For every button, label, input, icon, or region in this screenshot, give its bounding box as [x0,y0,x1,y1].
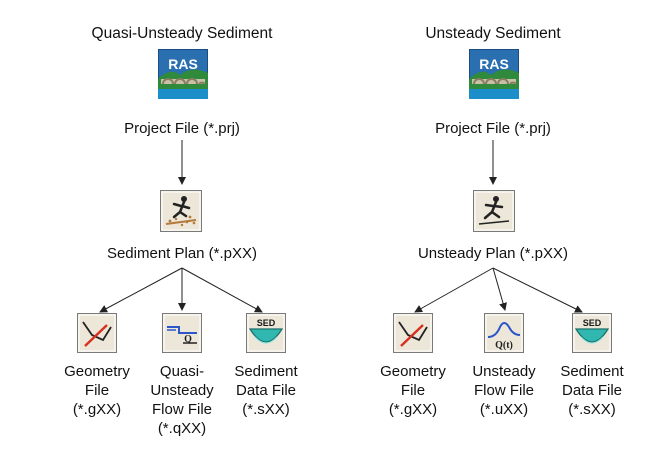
arrow-plan-to-sediment-right [492,267,583,313]
qt-badge: Q(t) [495,340,513,351]
geometry-file-label-left: Geometry File (*.gXX) [64,363,130,418]
sediment-data-icon-left[interactable]: SED [246,313,286,358]
arrow-plan-to-sediment-left [181,267,263,313]
svg-text:Q: Q [184,334,192,345]
ras-badge-right: RAS [479,56,509,72]
quasi-unsteady-flow-file-label: Quasi- Unsteady Flow File (*.qXX) [150,363,214,437]
sediment-plan-icon[interactable] [160,190,202,237]
left-title: Quasi-Unsteady Sediment [91,25,273,42]
ras-project-icon-right[interactable]: RAS [469,49,519,104]
ras-project-icon-left[interactable]: RAS [158,49,208,104]
project-file-label-left: Project File (*.prj) [124,120,240,137]
project-file-label-right: Project File (*.prj) [435,120,551,137]
plan-label-right: Unsteady Plan (*.pXX) [417,245,569,262]
geometry-file-label-right: Geometry File (*.gXX) [380,363,446,418]
arrow-plan-to-geometry-right [414,267,494,313]
sed-badge-right: SED [583,318,602,328]
quasi-unsteady-flow-icon[interactable]: Q [162,313,202,358]
sediment-data-file-label-right: Sediment Data File (*.sXX) [560,363,624,418]
sediment-data-file-label-left: Sediment Data File (*.sXX) [234,363,298,418]
unsteady-flow-icon[interactable]: Q(t) [484,313,524,358]
geometry-icon-left[interactable] [77,313,117,358]
sed-badge-left: SED [257,318,276,328]
ras-badge-left: RAS [168,56,198,72]
arrow-plan-to-geometry-left [99,267,183,313]
sediment-data-icon-right[interactable]: SED [572,313,612,358]
unsteady-plan-icon[interactable] [473,190,515,237]
plan-label-left: Sediment Plan (*.pXX) [106,245,258,262]
unsteady-flow-file-label: Unsteady Flow File (*.uXX) [472,363,536,418]
right-title: Unsteady Sediment [425,25,561,42]
arrow-plan-to-flow-right [492,267,507,311]
geometry-icon-right[interactable] [393,313,433,358]
